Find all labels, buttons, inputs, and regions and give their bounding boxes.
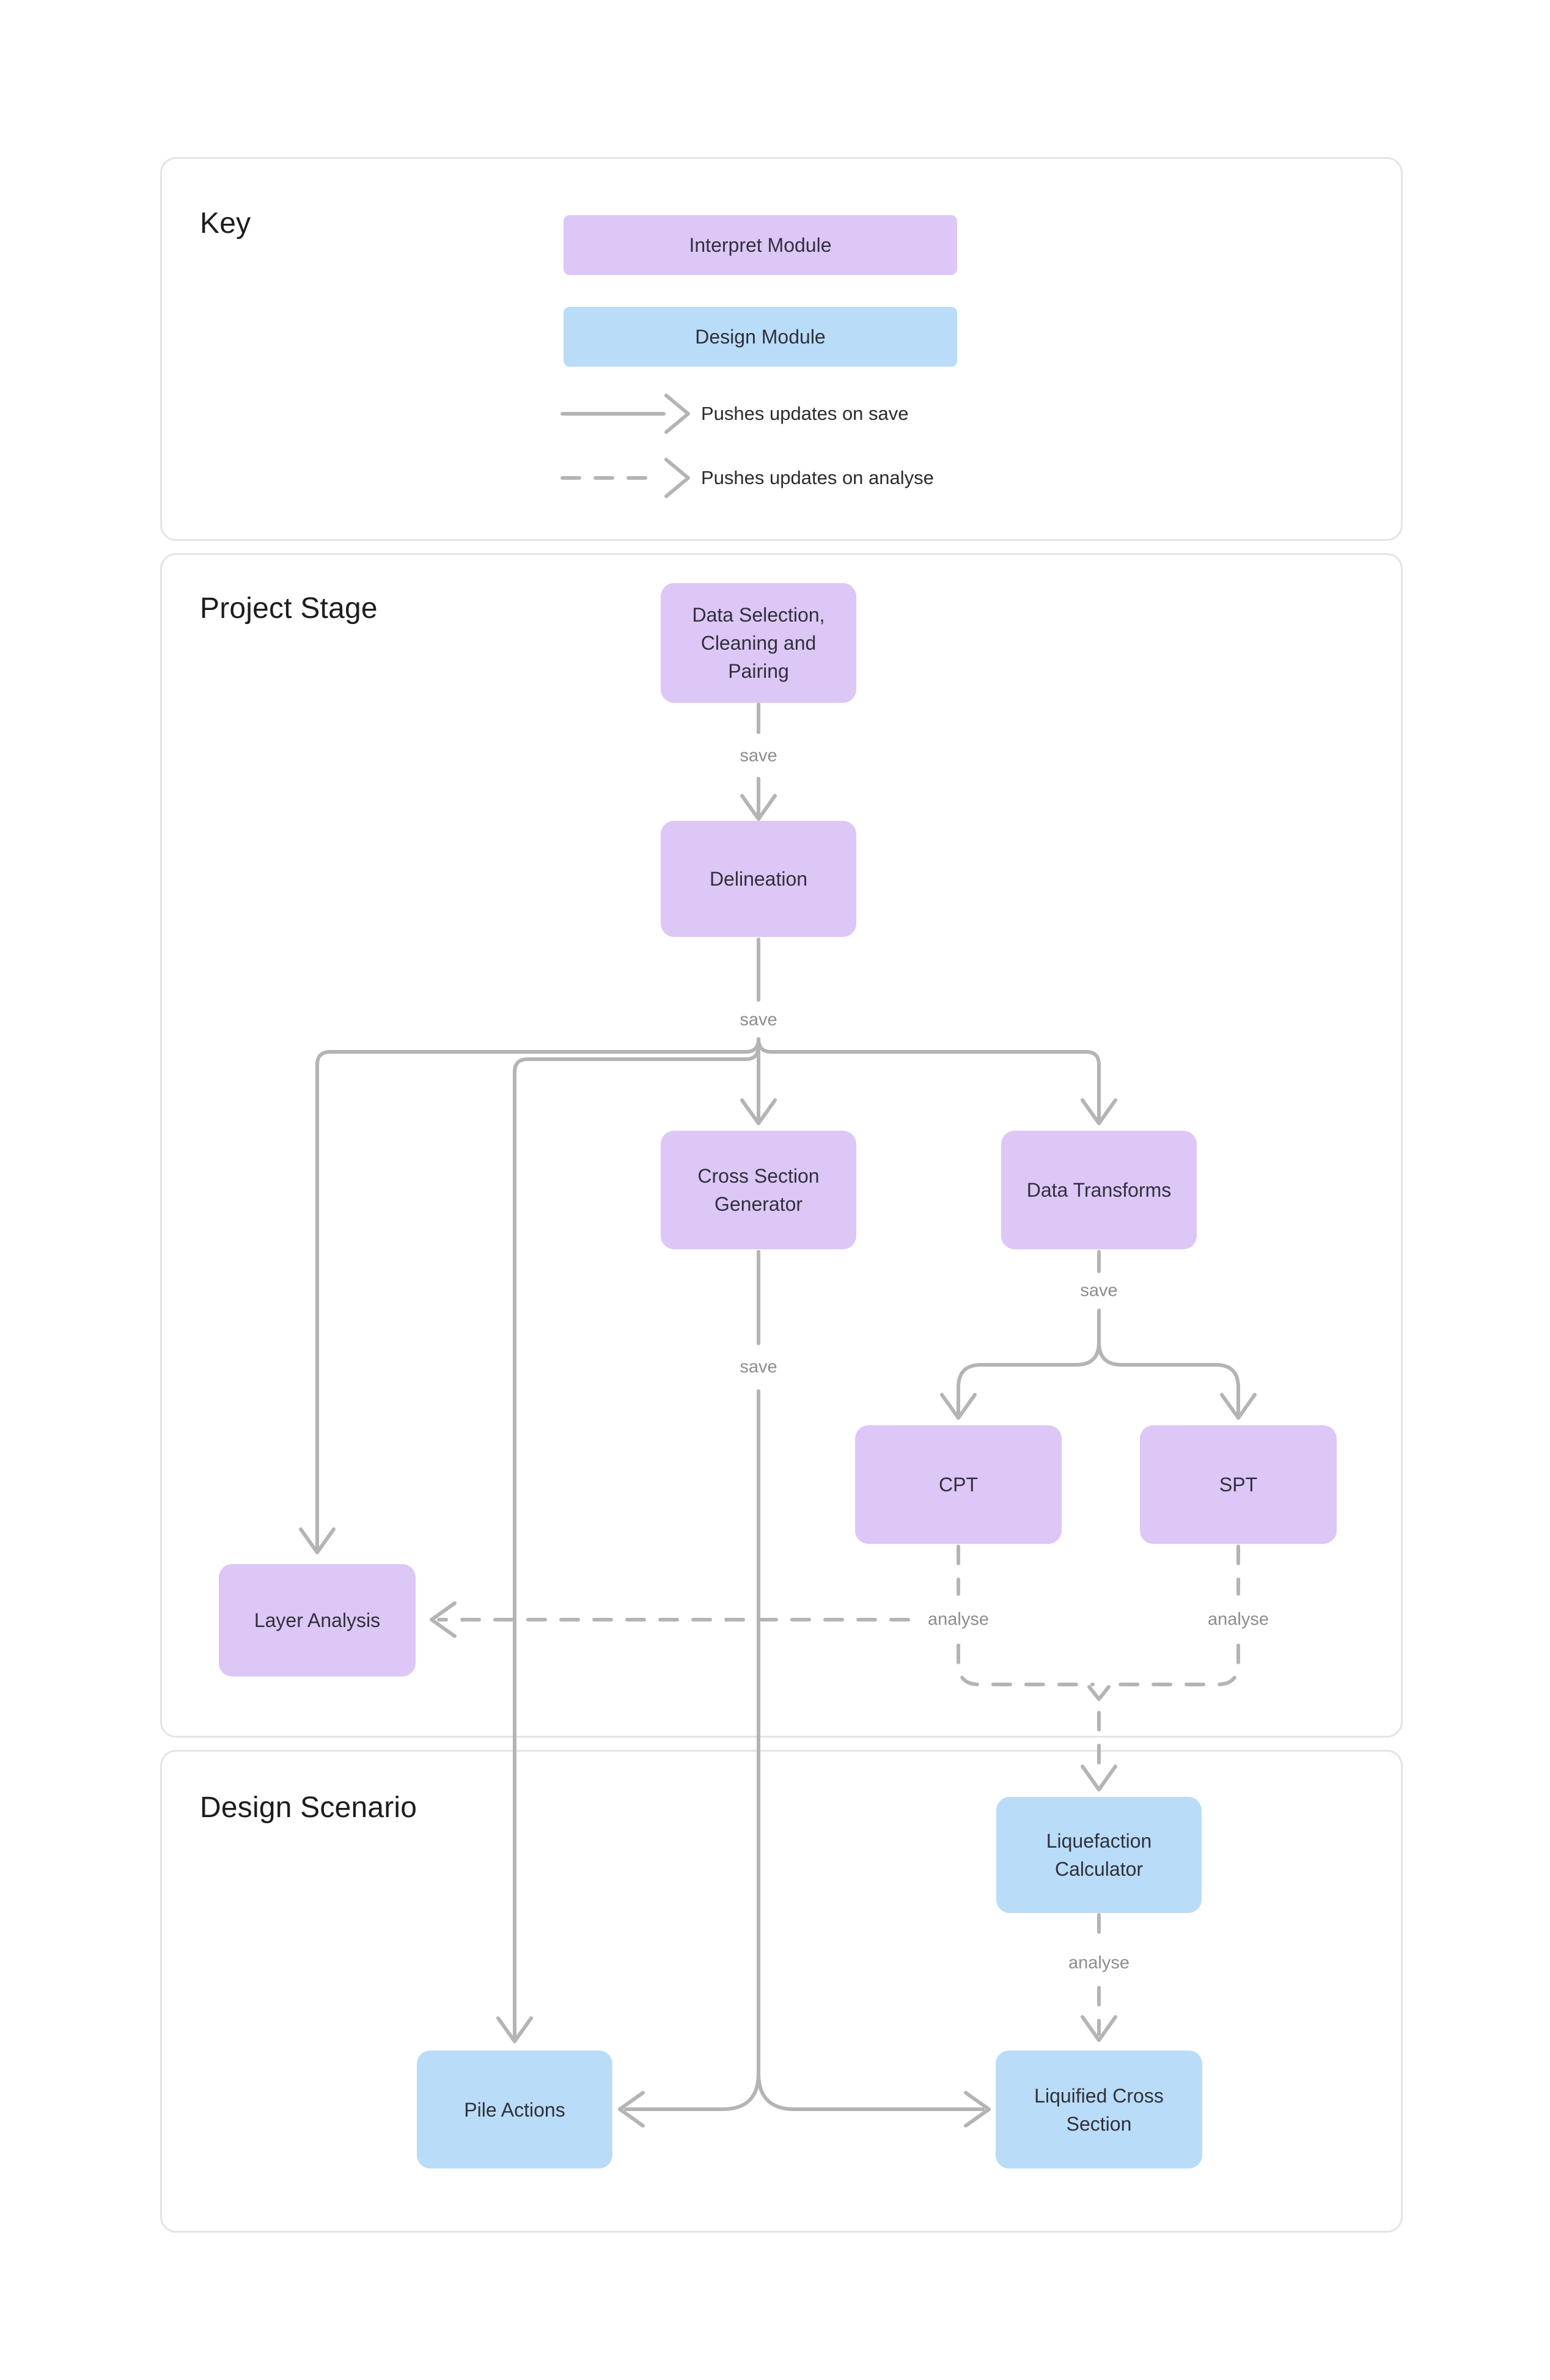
edge-label-save-1: save [740,746,777,766]
node-spt: SPT [1140,1425,1337,1544]
legend-interpret-label: Interpret Module [689,233,832,256]
edge-dataselection-delineation [740,702,777,821]
legend-interpret-swatch: Interpret Module [564,215,957,275]
edge-label-save-4: save [1080,1280,1118,1301]
edge-label-save-3: save [740,1357,777,1377]
node-pile-actions: Pile Actions [417,2051,612,2169]
legend-solid-label: Pushes updates on save [701,403,909,424]
project-stage-title: Project Stage [200,592,378,625]
node-data-selection: Data Selection, Cleaning and Pairing [661,583,856,703]
edge-cpt-analyse [430,1544,1095,1686]
node-layer-analysis: Layer Analysis [219,1564,416,1677]
edge-label-analyse-1: analyse [928,1609,989,1629]
node-liquified-cross-section: Liquified Cross Section [996,2051,1202,2169]
edge-csg-split [618,1250,991,2128]
node-delineation: Delineation [661,821,856,937]
legend-solid-arrow [560,394,690,434]
edge-merge-liquefaction [1081,1685,1117,1791]
edge-datatransforms-fork [940,1250,1257,1420]
legend-dashed-arrow [560,458,690,498]
legend-dashed-label: Pushes updates on analyse [701,467,934,488]
legend-design-label: Design Module [695,325,826,348]
edge-liquefaction-liquified [1081,1913,1117,2042]
node-data-transforms: Data Transforms [1001,1131,1197,1249]
node-cpt: CPT [855,1425,1062,1544]
design-scenario-title: Design Scenario [200,1791,417,1824]
edge-label-analyse-3: analyse [1068,1953,1129,1973]
legend-design-swatch: Design Module [564,307,957,367]
edge-label-analyse-2: analyse [1208,1609,1269,1629]
edge-delineation-branch [299,938,1117,2043]
node-cross-section-generator: Cross Section Generator [661,1131,856,1249]
edge-label-save-2: save [740,1010,777,1030]
edge-spt-analyse [1103,1544,1240,1686]
key-title: Key [200,207,251,240]
node-liquefaction-calculator: Liquefaction Calculator [996,1797,1202,1913]
